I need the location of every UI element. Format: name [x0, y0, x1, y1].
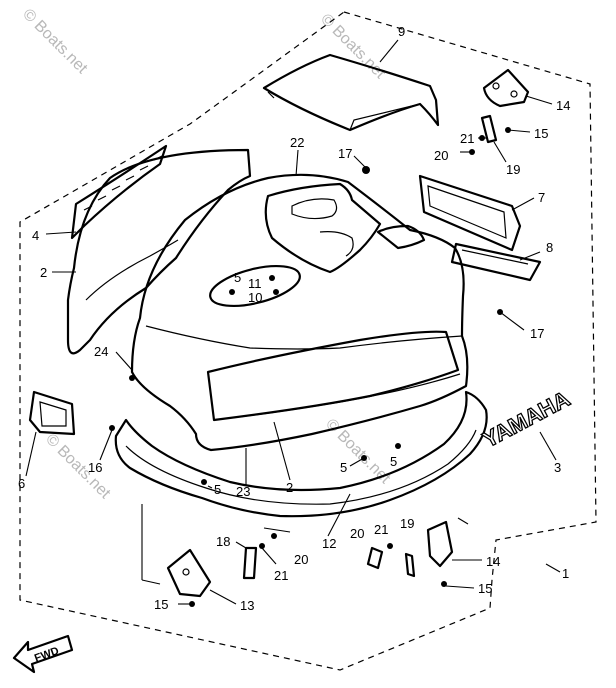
top-cover	[262, 53, 440, 132]
callout-12: 12	[322, 536, 336, 551]
fasteners	[109, 166, 503, 485]
callout-2-front: 2	[286, 480, 293, 495]
callout-5-cap: 5	[234, 270, 241, 285]
callout-21-lower-left: 21	[274, 568, 288, 583]
callout-labels: 9 14 21 15 20 19 22 17 7 4 8 2 5 11 10 1…	[18, 24, 570, 613]
rear-decal	[450, 242, 542, 282]
callout-3: 3	[554, 460, 561, 475]
rear-bracket-lower-left	[166, 548, 212, 607]
left-grille	[70, 144, 168, 240]
side-panel	[66, 148, 252, 355]
callout-5-right: 5	[390, 454, 397, 469]
callout-11: 11	[248, 276, 262, 291]
leader-lines	[25, 39, 561, 605]
side-pad	[28, 390, 76, 436]
callout-15-lower-left: 15	[154, 597, 168, 612]
callout-10: 10	[248, 290, 262, 305]
callout-17-upper: 17	[338, 146, 352, 161]
callout-20-upper: 20	[434, 148, 448, 163]
callout-7: 7	[538, 190, 545, 205]
callout-24: 24	[94, 344, 108, 359]
callout-5-left: 5	[214, 482, 221, 497]
assembly-boundary	[19, 11, 597, 671]
callout-17-lower: 17	[530, 326, 544, 341]
rear-bracket-upper	[482, 68, 530, 108]
callout-18: 18	[216, 534, 230, 549]
callout-9: 9	[398, 24, 405, 39]
latch-hardware-lower	[242, 533, 416, 580]
bottom-seal	[114, 390, 488, 518]
callout-19-lower: 19	[400, 516, 414, 531]
callout-5-center: 5	[340, 460, 347, 475]
callout-4: 4	[32, 228, 39, 243]
callout-2-left: 2	[40, 265, 47, 280]
callout-1: 1	[562, 566, 569, 581]
callout-21-lower-right: 21	[374, 522, 388, 537]
yamaha-decal-text: YAMAHA	[479, 386, 574, 453]
callout-15-lower-right: 15	[478, 581, 492, 596]
callout-22: 22	[290, 135, 304, 150]
callout-21-upper: 21	[460, 131, 474, 146]
watermark-bottom-left: © Boats.net	[42, 431, 114, 503]
duct-cover	[418, 174, 522, 252]
callout-6: 6	[18, 476, 25, 491]
watermark-top-left: © Boats.net	[19, 6, 91, 78]
callout-15-upper: 15	[534, 126, 548, 141]
rear-bracket-lower-right	[426, 520, 454, 587]
callout-23: 23	[236, 484, 250, 499]
callout-8: 8	[546, 240, 553, 255]
callout-20-lower-right: 20	[350, 526, 364, 541]
callout-14-lower: 14	[486, 554, 500, 569]
callout-13: 13	[240, 598, 254, 613]
yamaha-decal: YAMAHA	[478, 385, 575, 453]
top-cowling	[130, 173, 469, 452]
callout-19-upper: 19	[506, 162, 520, 177]
forward-arrow: FWD	[12, 634, 74, 674]
callout-16: 16	[88, 460, 102, 475]
latch-hardware-upper	[469, 114, 511, 155]
callout-20-lower-left: 20	[294, 552, 308, 567]
callout-14-upper: 14	[556, 98, 570, 113]
